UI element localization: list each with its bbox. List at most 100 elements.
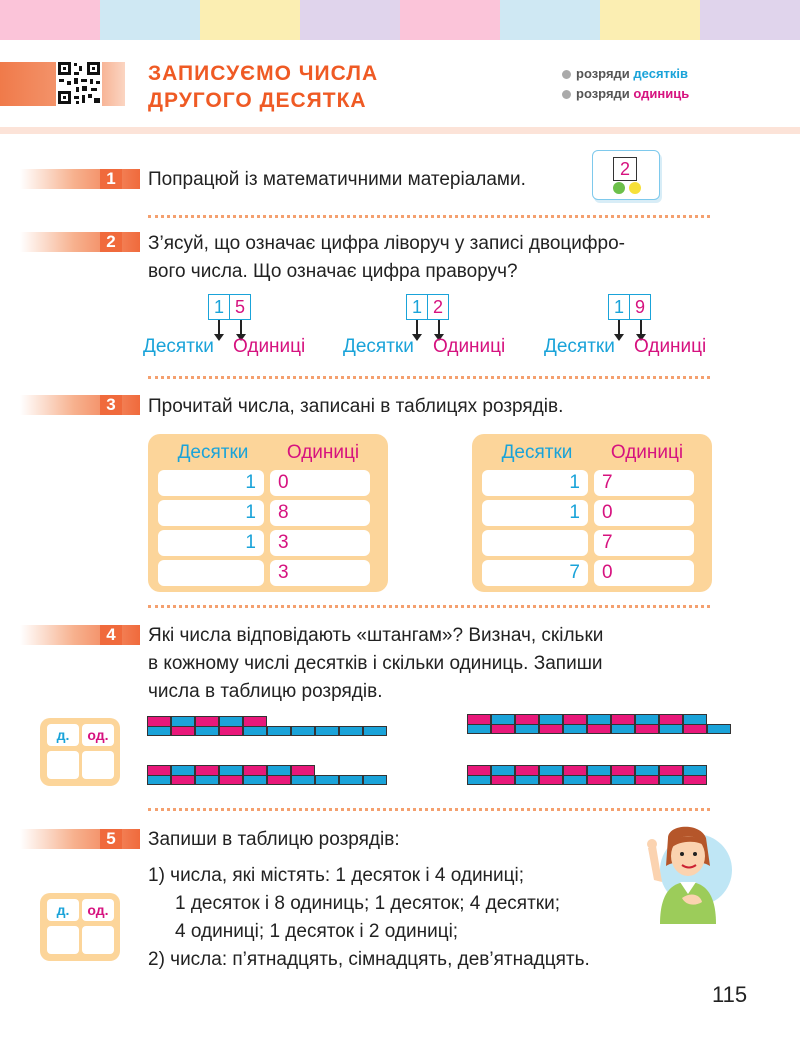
tens-digit: 1 [407, 295, 428, 319]
ten-rod [291, 765, 315, 785]
table-row: 3 [158, 560, 378, 586]
ones-cell: 7 [594, 530, 694, 556]
ten-rod [267, 765, 291, 785]
bullet-icon [562, 90, 571, 100]
task-2-line-1: З’ясуй, що означає цифра ліворуч у запис… [148, 233, 625, 254]
card-digit: 2 [613, 157, 637, 181]
mini-header-ones: од. [82, 724, 114, 746]
arrow-down-icon [214, 320, 224, 341]
task-3-text: Прочитай числа, записані в таблицях розр… [148, 396, 564, 417]
ten-rod [659, 765, 683, 785]
task-3-number: 3 [100, 395, 122, 415]
mini-empty-cell[interactable] [47, 926, 79, 954]
ones-cell: 0 [270, 470, 370, 496]
topic-tens: розряди десятків [562, 64, 689, 84]
mini-place-table: д. од. [40, 718, 120, 786]
title-line-1: ЗАПИСУЄМО ЧИСЛА [148, 62, 379, 85]
top-color-stripes [0, 0, 800, 40]
stripe [400, 0, 500, 40]
barbell-rods [467, 765, 707, 785]
task-4-number: 4 [100, 625, 122, 645]
label-tens: Десятки [343, 336, 414, 357]
mini-header-tens: д. [47, 899, 79, 921]
ten-rod [147, 716, 171, 736]
task-2-number: 2 [100, 232, 122, 252]
page-number: 115 [712, 982, 748, 1007]
dotted-divider [148, 808, 710, 811]
one-unit [363, 726, 387, 736]
table-header: Десятки Одиниці [482, 440, 702, 466]
yellow-dot-icon [629, 182, 641, 194]
col-ones: Одиниці [286, 442, 360, 463]
label-tens: Десятки [143, 336, 214, 357]
stripe [300, 0, 400, 40]
task-4-line-3: числа в таблицю розрядів. [148, 681, 383, 702]
mini-empty-cell[interactable] [47, 751, 79, 779]
mini-place-table: д. од. [40, 893, 120, 961]
ten-rod [611, 765, 635, 785]
ten-rod [491, 765, 515, 785]
task-4-line-1: Які числа відповідають «штангам»? Визнач… [148, 622, 710, 650]
task-5-band [20, 829, 140, 849]
ten-rod [195, 765, 219, 785]
arrow-down-icon [614, 320, 624, 341]
task-5-list: 1) числа, які містять: 1 десяток і 4 оди… [148, 862, 590, 974]
title-line-2: ДРУГОГО ДЕСЯТКА [148, 89, 367, 112]
qr-code-icon[interactable] [56, 60, 102, 106]
arrow-down-icon [236, 320, 246, 341]
ten-rod [515, 714, 539, 734]
barbell-rods [147, 716, 387, 736]
tens-cell: 7 [482, 560, 588, 586]
ones-cell: 0 [594, 560, 694, 586]
task-4-line-1-text: Які числа відповідають «штангам»? Визнач… [148, 625, 604, 646]
task-5-line-3: 4 одиниці; 1 десяток і 2 одиниці; [175, 921, 459, 942]
tens-cell: 1 [158, 470, 264, 496]
task-2-line-2: вого числа. Що означає цифра праворуч? [148, 261, 518, 282]
mini-empty-cell[interactable] [82, 926, 114, 954]
one-unit [363, 775, 387, 785]
ten-rod [539, 765, 563, 785]
task-5-line-2: 1 десяток і 8 одиниць; 1 десяток; 4 деся… [175, 893, 560, 914]
topic-word: одиниць [633, 86, 690, 101]
mini-header-tens: д. [47, 724, 79, 746]
stripe [500, 0, 600, 40]
label-ones: Одиниці [433, 336, 506, 357]
ones-cell: 3 [270, 560, 370, 586]
mini-header-ones: од. [82, 899, 114, 921]
one-unit [315, 726, 339, 736]
ones-digit: 9 [634, 297, 645, 317]
ones-digit: 5 [234, 297, 245, 317]
tens-cell [158, 560, 264, 586]
ten-rod [635, 714, 659, 734]
task-1-text: Попрацюй із математичними матеріалами. [148, 169, 526, 190]
task-2-band [20, 232, 140, 252]
task-1-band [20, 169, 140, 189]
ones-cell: 8 [270, 500, 370, 526]
math-materials-card-icon: 2 [592, 150, 660, 200]
ten-rod [563, 714, 587, 734]
dotted-divider [148, 376, 710, 379]
arrow-down-icon [434, 320, 444, 341]
one-unit [339, 726, 363, 736]
ten-rod [587, 714, 611, 734]
task-5-line-4: 2) числа: п’ятнадцять, сімнадцять, дев’я… [148, 949, 590, 970]
one-unit [707, 724, 731, 734]
ones-cell: 7 [594, 470, 694, 496]
mini-empty-cell[interactable] [82, 751, 114, 779]
ten-rod [195, 716, 219, 736]
ten-rod [587, 765, 611, 785]
tens-cell: 1 [158, 530, 264, 556]
arrow-down-icon [412, 320, 422, 341]
table-header: Десятки Одиниці [158, 440, 378, 466]
ten-rod [467, 714, 491, 734]
dotted-divider [148, 215, 710, 218]
one-unit [315, 775, 339, 785]
ten-rod [219, 716, 243, 736]
